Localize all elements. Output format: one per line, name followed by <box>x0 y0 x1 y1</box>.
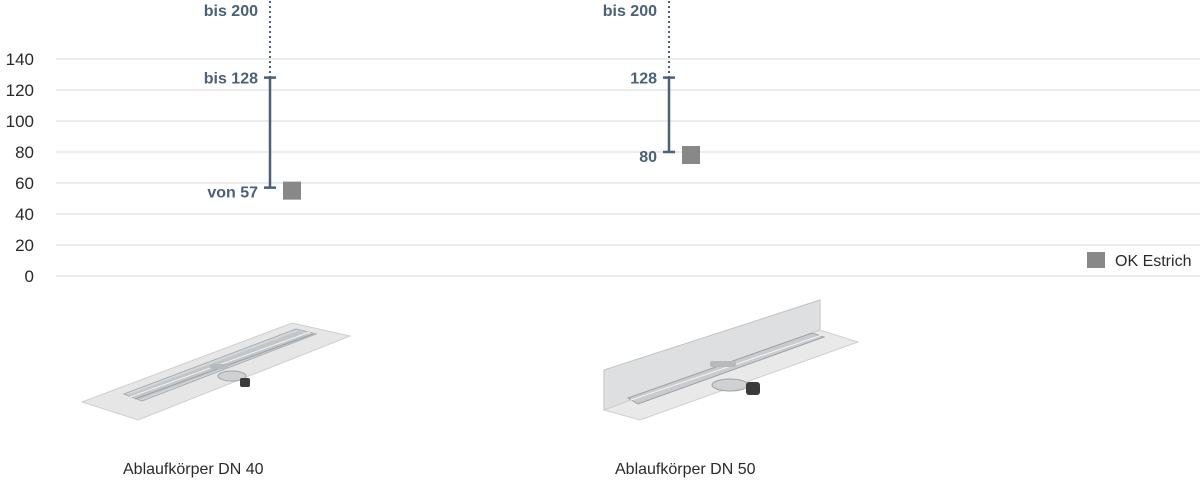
category-label-dn40: Ablaufkörper DN 40 <box>123 461 264 478</box>
range-extended-label: bis 200 <box>603 3 657 20</box>
range-min-label: von 57 <box>207 185 258 202</box>
range-extended-label: bis 200 <box>204 3 258 20</box>
range-bar-2: bis 200 128 80 <box>603 0 675 166</box>
category-label-dn50: Ablaufkörper DN 50 <box>615 461 756 478</box>
range-min-label: 80 <box>639 149 657 166</box>
legend-label: OK Estrich <box>1115 253 1191 270</box>
range-max-label: bis 128 <box>204 71 258 88</box>
legend: OK Estrich <box>1087 252 1191 270</box>
drain-channel-dn50-image <box>602 299 860 421</box>
y-tick-label-60: 60 <box>15 174 34 193</box>
y-axis-ticks: 0 20 40 60 80 100 120 140 <box>6 50 34 286</box>
y-tick-label-0: 0 <box>25 267 34 286</box>
range-max-label: 128 <box>630 71 657 88</box>
range-bar-1: bis 200 bis 128 von 57 <box>204 0 276 202</box>
grid-lines <box>56 58 1200 277</box>
ok-estrich-markers <box>283 146 700 200</box>
range-bars: bis 200 bis 128 von 57 bis 200 128 80 <box>204 0 675 202</box>
y-tick-label-140: 140 <box>6 50 34 69</box>
y-tick-label-40: 40 <box>15 205 34 224</box>
legend-swatch <box>1087 252 1105 268</box>
ok-estrich-marker-2 <box>682 146 700 164</box>
y-tick-label-20: 20 <box>15 236 34 255</box>
drain-channel-dn40-image <box>80 322 352 421</box>
y-tick-label-100: 100 <box>6 112 34 131</box>
y-tick-label-120: 120 <box>6 81 34 100</box>
ok-estrich-marker-1 <box>283 181 301 200</box>
y-tick-label-80: 80 <box>15 143 34 162</box>
